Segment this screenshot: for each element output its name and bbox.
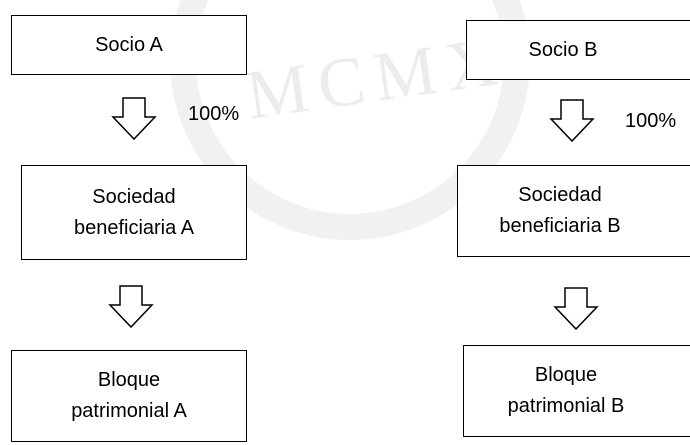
- asset-block-a-line2: patrimonial A: [71, 400, 187, 422]
- asset-block-b-line2: patrimonial B: [507, 395, 625, 417]
- partner-a-box: Socio A: [11, 15, 247, 75]
- beneficiary-company-b-line2: beneficiaria B: [499, 215, 621, 237]
- asset-block-b-line1: Bloque: [534, 364, 598, 386]
- ownership-b-label: 100%: [625, 110, 677, 132]
- down-arrow-icon: [111, 97, 157, 141]
- asset-block-a-box: Bloque patrimonial A: [11, 350, 247, 442]
- partner-b-label: Socio B: [528, 38, 598, 61]
- down-arrow-icon: [553, 287, 599, 331]
- down-arrow-icon: [108, 285, 154, 329]
- partner-a-label: Socio A: [95, 33, 163, 56]
- beneficiary-company-b-box: Sociedad beneficiaria B: [457, 165, 690, 257]
- beneficiary-company-a-box: Sociedad beneficiaria A: [21, 165, 247, 260]
- partner-b-box: Socio B: [466, 20, 690, 80]
- asset-block-b-box: Bloque patrimonial B: [463, 345, 690, 437]
- ownership-a-label: 100%: [188, 103, 240, 125]
- beneficiary-company-b-line1: Sociedad: [518, 184, 602, 206]
- down-arrow-icon: [549, 99, 595, 143]
- beneficiary-company-a-line2: beneficiaria A: [73, 216, 195, 239]
- beneficiary-company-a-line1: Sociedad: [92, 185, 176, 208]
- asset-block-a-line1: Bloque: [97, 369, 161, 391]
